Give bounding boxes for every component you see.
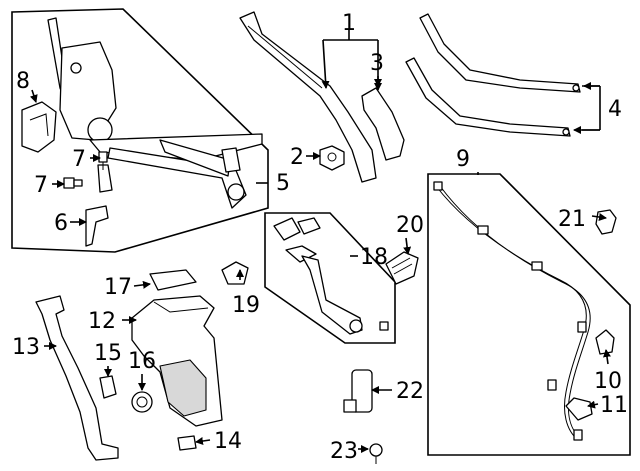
callout-20: 20 (396, 213, 424, 238)
wiper-blade-lower (405, 57, 571, 137)
filler-cap-part-17 (149, 269, 197, 291)
pump-part-22 (343, 369, 373, 413)
callout-21: 21 (558, 207, 586, 232)
callout-8: 8 (16, 69, 30, 94)
arm-cap (361, 87, 405, 161)
callout-1: 1 (342, 11, 356, 36)
callout-labels: 1 2 3 4 5 6 7 7 8 9 10 11 12 13 14 15 16… (12, 11, 628, 464)
callout-11: 11 (600, 393, 628, 418)
washer-nozzle-assembly (273, 217, 389, 335)
callout-9: 9 (456, 147, 470, 172)
callout-23: 23 (330, 439, 358, 464)
hose-assembly-frame (427, 173, 631, 456)
wiper-arm (239, 11, 377, 183)
bolt-part-7b (63, 177, 83, 189)
nozzle-hose-frame (264, 212, 396, 344)
grommet-part-16 (131, 391, 153, 413)
callout-7a: 7 (72, 147, 86, 172)
callout-14: 14 (214, 429, 242, 454)
clip-part-21 (595, 209, 617, 235)
callout-10: 10 (594, 369, 622, 394)
wiper-blade-upper (419, 13, 581, 93)
sensor-part-19 (221, 261, 249, 285)
washer-reservoir (131, 295, 223, 427)
pivot-nut (319, 145, 345, 171)
callout-2: 2 (290, 145, 304, 170)
callout-17: 17 (104, 275, 132, 300)
bracket-part-6 (85, 205, 109, 247)
callout-4: 4 (608, 97, 622, 122)
callout-3: 3 (370, 51, 384, 76)
callout-19: 19 (232, 293, 260, 318)
wiper-linkage-assembly (47, 17, 263, 209)
nozzle-part-20 (385, 251, 419, 285)
pump-part-15 (99, 375, 117, 399)
filler-neck-part-13 (35, 295, 119, 461)
check-valve-part-11 (565, 397, 593, 421)
screw-part-23 (369, 443, 383, 464)
grommet-part-14 (177, 435, 197, 451)
callout-15: 15 (94, 341, 122, 366)
callout-12: 12 (88, 309, 116, 334)
callout-13: 13 (12, 335, 40, 360)
callout-16: 16 (128, 349, 156, 374)
callout-7b: 7 (34, 173, 48, 198)
callout-6: 6 (54, 211, 68, 236)
connector-part-10 (595, 329, 615, 355)
motor-cover (21, 101, 57, 153)
wiper-linkage-frame (11, 8, 269, 253)
leader-lines (29, 30, 611, 453)
callout-22: 22 (396, 379, 424, 404)
callout-18: 18 (360, 245, 388, 270)
callout-5: 5 (276, 171, 290, 196)
